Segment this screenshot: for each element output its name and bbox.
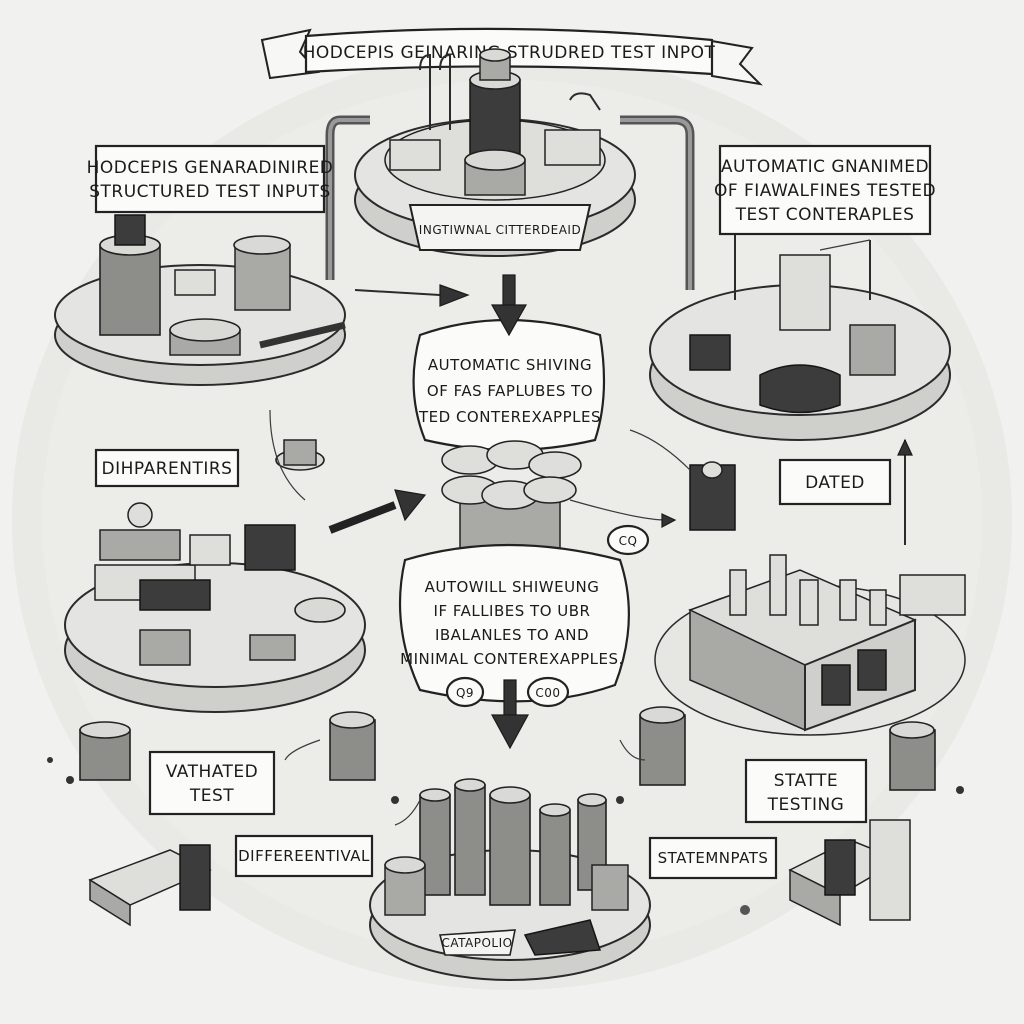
bottom-right-2-label: STATEMNPATS xyxy=(658,849,769,867)
center-lower-line-2: IF FALLIBES TO UBR xyxy=(434,602,591,620)
right-mid-platform xyxy=(654,438,966,736)
top-right-line-1: AUTOMATIC GNANIMED xyxy=(721,157,929,177)
label-top-left: HODCEPIS GENARADINIRED STRUCTURED TEST I… xyxy=(87,144,334,214)
top-right-platform xyxy=(649,230,951,441)
label-bottom-left-2: DIFFEREENTIVAL xyxy=(234,834,374,878)
connector-lines xyxy=(269,284,691,826)
label-right-mid: DATED xyxy=(778,458,892,506)
top-center-machine: INGTIWNAL CITTERDEAID xyxy=(354,48,636,257)
small-bubbles: Q9 C00 CQ xyxy=(445,524,650,708)
label-bottom-left-1: VATHATED TEST xyxy=(148,750,276,816)
bottom-right-1-line-2: TESTING xyxy=(767,795,845,815)
bottom-left-scene xyxy=(47,711,399,927)
bottom-center-plaque: CATAPOLIO xyxy=(441,936,512,950)
down-arrow-bottom xyxy=(490,679,530,750)
center-upper-bubble: AUTOMATIC SHIVING OF FAS FAPLUBES TO TED… xyxy=(412,318,606,452)
bottom-left-1-line-1: VATHATED xyxy=(166,762,259,782)
center-lower-line-3: IBALANLES TO AND xyxy=(435,626,589,644)
top-right-line-3: TEST CONTERAPLES xyxy=(735,205,915,225)
center-upper-line-3: TED CONTEREXAPPLES xyxy=(418,408,601,426)
center-lower-bubble: AUTOWILL SHIWEUNG IF FALLIBES TO UBR IBA… xyxy=(398,543,630,703)
bottom-right-1-line-1: STATTE xyxy=(774,771,838,791)
top-left-platform xyxy=(54,214,346,386)
bottom-center-platform: CATAPOLIO xyxy=(369,778,651,981)
title-banner: HODCEPIS GEINARING STRUDRED TEST INPOT xyxy=(260,27,763,86)
center-upper-line-2: OF FAS FAPLUBES TO xyxy=(427,382,593,400)
top-left-line-2: STRUCTURED TEST INPUTS xyxy=(89,182,330,202)
small-bubble-2: C00 xyxy=(535,686,560,700)
center-lower-line-4: MINIMAL CONTEREXAPPLES. xyxy=(400,650,624,668)
center-upper-line-1: AUTOMATIC SHIVING xyxy=(428,356,592,374)
label-top-right: AUTOMATIC GNANIMED OF FIAWALFINES TESTED… xyxy=(714,144,936,236)
top-left-line-1: HODCEPIS GENARADINIRED xyxy=(87,158,334,178)
down-arrow-top xyxy=(490,274,528,337)
top-center-plaque: INGTIWNAL CITTERDEAID xyxy=(419,223,581,237)
label-bottom-right-1: STATTE TESTING xyxy=(744,758,868,824)
label-left-mid: DIHPARENTIRS xyxy=(94,448,240,488)
center-lower-line-1: AUTOWILL SHIWEUNG xyxy=(425,578,600,596)
small-bubble-3: CQ xyxy=(619,534,638,548)
top-right-line-2: OF FIAWALFINES TESTED xyxy=(714,181,936,201)
arrow-left-to-center xyxy=(328,489,427,534)
bottom-right-scene xyxy=(616,706,964,927)
small-bubble-1: Q9 xyxy=(456,686,474,700)
left-mid-label: DIHPARENTIRS xyxy=(102,459,233,479)
label-bottom-right-2: STATEMNPATS xyxy=(648,836,778,880)
right-mid-label: DATED xyxy=(805,473,865,493)
pipes xyxy=(325,115,695,290)
bottom-left-2-label: DIFFEREENTIVAL xyxy=(238,847,370,865)
left-mid-platform xyxy=(64,439,366,713)
bottom-left-1-line-2: TEST xyxy=(189,786,234,806)
